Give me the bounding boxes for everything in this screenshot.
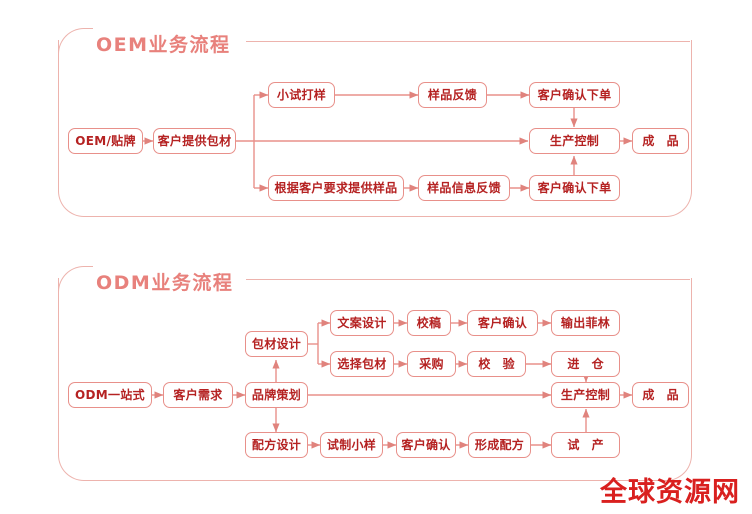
node-oem-trial-sample[interactable]: 小试打样: [268, 82, 335, 108]
oem-section-title: OEM业务流程: [96, 34, 231, 56]
node-oem-sample-info-feedback[interactable]: 样品信息反馈: [418, 175, 510, 201]
site-watermark: 全球资源网: [600, 477, 740, 508]
node-odm-finished[interactable]: 成 品: [632, 382, 689, 408]
node-odm-customer-confirm-bottom[interactable]: 客户确认: [396, 432, 456, 458]
node-odm-production[interactable]: 生产控制: [551, 382, 620, 408]
node-oem-production[interactable]: 生产控制: [529, 128, 620, 154]
node-odm-brand-planning[interactable]: 品牌策划: [245, 382, 308, 408]
node-oem-order-confirm-top[interactable]: 客户确认下单: [529, 82, 620, 108]
odm-frame-top-line: [246, 279, 690, 280]
node-oem-sample-by-request[interactable]: 根据客户要求提供样品: [268, 175, 404, 201]
node-odm-customer-confirm-top[interactable]: 客户确认: [467, 310, 538, 336]
node-odm-trial-sample[interactable]: 试制小样: [320, 432, 383, 458]
node-odm-customer-demand[interactable]: 客户需求: [163, 382, 233, 408]
node-oem-finished[interactable]: 成 品: [632, 128, 689, 154]
node-oem-sample-feedback[interactable]: 样品反馈: [418, 82, 487, 108]
node-odm-start[interactable]: ODM一站式: [68, 382, 152, 408]
node-odm-package-design[interactable]: 包材设计: [245, 331, 308, 357]
node-odm-formula-design[interactable]: 配方设计: [245, 432, 308, 458]
odm-section-frame: [58, 278, 692, 481]
node-oem-start[interactable]: OEM/贴牌: [68, 128, 143, 154]
node-odm-warehouse[interactable]: 进 仓: [551, 351, 620, 377]
node-odm-film-output[interactable]: 输出菲林: [551, 310, 620, 336]
node-odm-form-formula[interactable]: 形成配方: [468, 432, 531, 458]
node-odm-purchase[interactable]: 采购: [407, 351, 456, 377]
node-odm-inspection[interactable]: 校 验: [467, 351, 526, 377]
node-oem-supply[interactable]: 客户提供包材: [153, 128, 236, 154]
odm-section-title: ODM业务流程: [96, 272, 234, 294]
oem-section-frame: [58, 40, 692, 217]
node-odm-select-package[interactable]: 选择包材: [330, 351, 394, 377]
node-odm-trial-production[interactable]: 试 产: [551, 432, 620, 458]
oem-frame-top-line: [246, 41, 690, 42]
node-odm-proofread[interactable]: 校稿: [407, 310, 451, 336]
node-odm-copy-design[interactable]: 文案设计: [330, 310, 394, 336]
node-oem-order-confirm-bottom[interactable]: 客户确认下单: [529, 175, 620, 201]
